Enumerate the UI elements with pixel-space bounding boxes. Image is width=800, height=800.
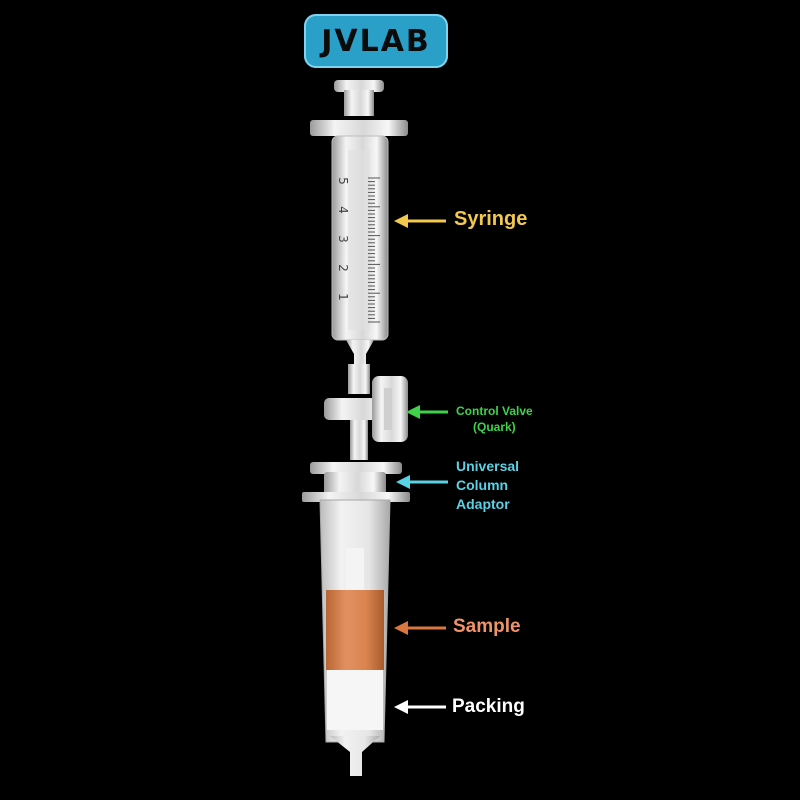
syringe-scale-number: 2 xyxy=(336,264,350,272)
arrow-head xyxy=(406,405,420,419)
brand-logo: JVLAB xyxy=(304,14,448,68)
adaptor-label-line2: Column xyxy=(456,476,519,495)
syringe-scale-number: 1 xyxy=(336,293,350,301)
sample-arrow xyxy=(394,621,446,635)
syringe-flange xyxy=(310,120,408,136)
control-valve-label: Control Valve (Quark) xyxy=(456,403,533,435)
column-outlet xyxy=(330,736,380,776)
adaptor-label-line3: Adaptor xyxy=(456,495,519,514)
syringe-label: Syringe xyxy=(454,208,527,231)
syringe-arrow xyxy=(394,214,446,228)
arrow-head xyxy=(394,214,408,228)
adaptor-label: Universal Column Adaptor xyxy=(456,457,519,514)
syringe-plunger xyxy=(334,80,384,116)
syringe-scale-number: 3 xyxy=(336,235,350,243)
brand-logo-text: JVLAB xyxy=(321,24,431,59)
packing-arrow xyxy=(394,700,446,714)
adaptor-label-line1: Universal xyxy=(456,457,519,476)
syringe-scale-number: 4 xyxy=(336,206,350,214)
packing-label: Packing xyxy=(452,696,525,718)
control-valve-body xyxy=(324,364,408,460)
control-valve-label-line2: (Quark) xyxy=(456,419,533,435)
syringe-scale-number: 5 xyxy=(336,177,350,185)
arrow-head xyxy=(394,700,408,714)
control-valve-label-line1: Control Valve xyxy=(456,403,533,419)
packing-layer xyxy=(327,670,383,730)
valve-arrow xyxy=(406,405,448,419)
arrow-head xyxy=(396,475,410,489)
sample-label: Sample xyxy=(453,616,521,638)
arrow-head xyxy=(394,621,408,635)
adaptor-arrow xyxy=(396,475,448,489)
syringe-tip xyxy=(346,340,374,366)
sample-layer xyxy=(326,590,384,670)
